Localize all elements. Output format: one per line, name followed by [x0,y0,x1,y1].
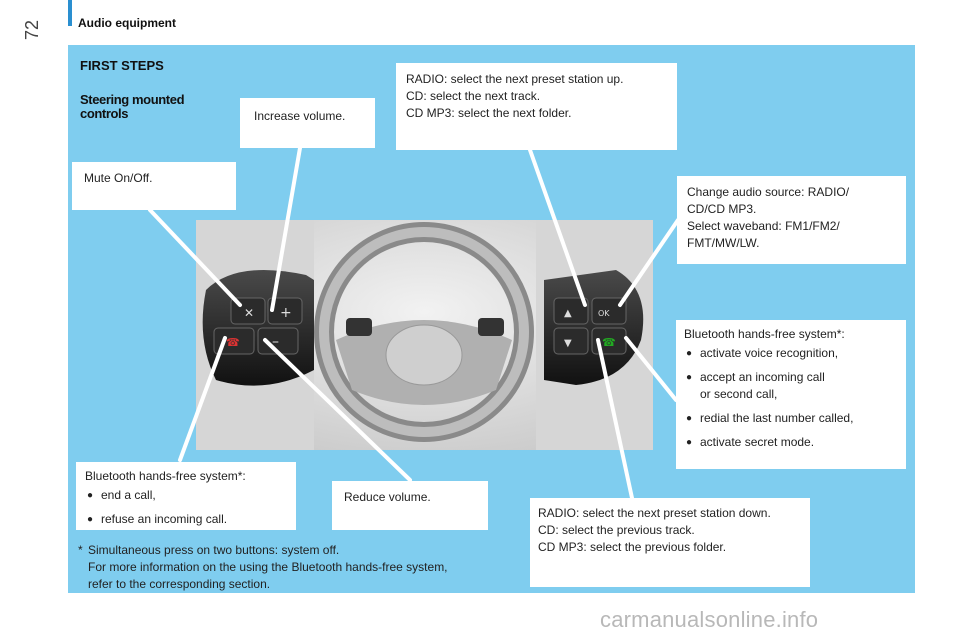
svg-text:▲: ▲ [564,308,572,319]
steering-wheel-photo: ✕ + ☎ – ▲ OK ▼ ☎ [196,220,653,450]
callout-mute: Mute On/Off. [72,162,236,210]
section-subtitle: Steering mounted controls [80,92,185,121]
callout-preset-up: RADIO: select the next preset station up… [396,63,677,150]
header-accent-bar [68,0,72,26]
preset-down-line-2: CD: select the previous track. [538,523,695,537]
watermark: carmanualsonline.info [600,607,819,632]
bluetooth-right-item: redial the last number called, [684,410,898,427]
bluetooth-right-item: accept an incoming call or second call, [684,369,898,403]
mute-text: Mute On/Off. [84,171,153,185]
change-source-line-1: Change audio source: RADIO/ [687,185,850,199]
section-title: FIRST STEPS [80,58,164,73]
preset-up-line-1: RADIO: select the next preset station up… [406,72,624,86]
svg-text:OK: OK [598,309,610,318]
svg-text:☎: ☎ [226,336,240,349]
bluetooth-left-item: end a call, [85,487,287,504]
callout-preset-down: RADIO: select the next preset station do… [530,498,810,587]
right-control-closeup: ▲ OK ▼ ☎ [536,220,653,450]
bluetooth-right-title: Bluetooth hands-free system*: [684,327,845,341]
preset-up-line-3: CD MP3: select the next folder. [406,106,572,120]
svg-text:+: + [280,305,292,321]
bluetooth-right-item-line-1: accept an incoming call [700,370,825,384]
svg-text:▼: ▼ [564,338,572,349]
footnote: * Simultaneous press on two buttons: sys… [78,542,518,593]
page-number: 72 [22,19,42,40]
preset-up-line-2: CD: select the next track. [406,89,541,103]
bluetooth-right-item: activate secret mode. [684,434,898,451]
header-title: Audio equipment [78,16,176,30]
bluetooth-right-item-line-2: or second call, [700,387,778,401]
left-control-closeup: ✕ + ☎ – [196,220,314,450]
bluetooth-left-title: Bluetooth hands-free system*: [85,469,246,483]
preset-down-line-3: CD MP3: select the previous folder. [538,540,727,554]
svg-text:✕: ✕ [244,306,254,320]
callout-bluetooth-right: Bluetooth hands-free system*: activate v… [676,320,906,469]
increase-volume-text: Increase volume. [254,109,346,123]
reduce-volume-text: Reduce volume. [344,490,431,504]
footnote-line-3: refer to the corresponding section. [88,577,271,591]
svg-text:☎: ☎ [602,336,616,349]
svg-text:–: – [272,334,279,350]
change-source-line-2: CD/CD MP3. [687,202,757,216]
bluetooth-left-item: refuse an incoming call. [85,511,287,528]
footnote-line-2: For more information on the using the Bl… [88,560,448,574]
preset-down-line-1: RADIO: select the next preset station do… [538,506,771,520]
callout-bluetooth-left: Bluetooth hands-free system*: end a call… [76,462,296,530]
callout-increase-volume: Increase volume. [240,98,375,148]
change-source-line-3: Select waveband: FM1/FM2/ [687,219,840,233]
change-source-line-4: FMT/MW/LW. [687,236,760,250]
footnote-marker: * [78,543,83,557]
bluetooth-right-item: activate voice recognition, [684,345,898,362]
footnote-line-1: Simultaneous press on two buttons: syste… [88,543,340,557]
callout-reduce-volume: Reduce volume. [332,481,488,530]
callout-change-source: Change audio source: RADIO/ CD/CD MP3. S… [677,176,906,264]
